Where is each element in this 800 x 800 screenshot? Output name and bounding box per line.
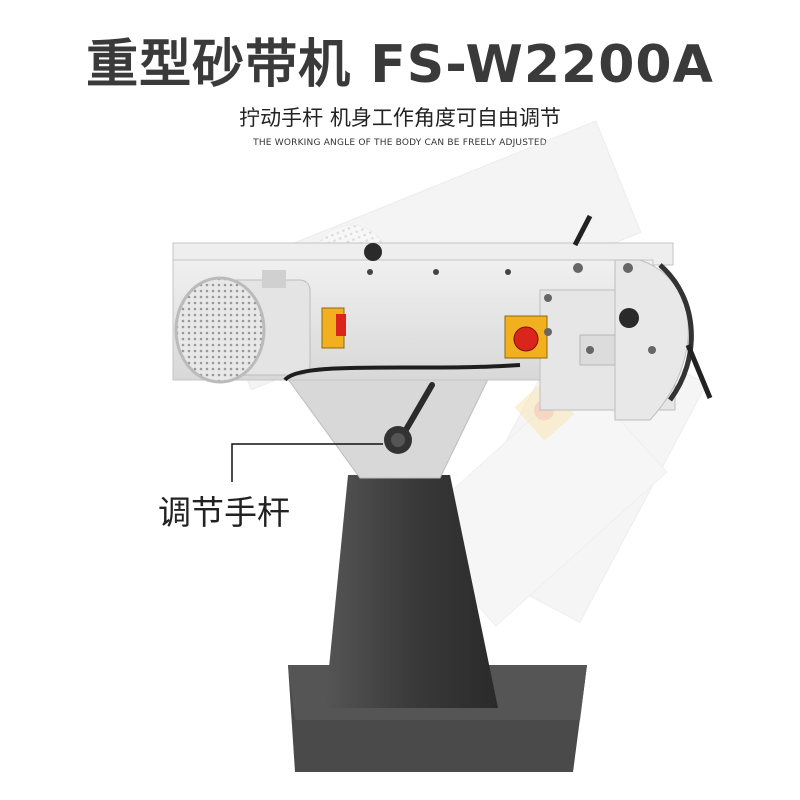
emergency-stop-icon [504,315,548,359]
power-switch-icon [321,307,346,349]
feature-subtitle: 拧动手杆 机身工作角度可自由调节 [239,106,561,130]
motor [174,270,311,384]
callout-line [231,443,383,482]
pedestal [288,475,587,772]
adjusting-lever-icon [384,382,435,454]
lever-callout-label: 调节手杆 [158,493,290,532]
fasteners [364,214,713,399]
power-cable [283,363,521,382]
neck-housing [284,374,491,479]
product-title: 重型砂带机 FS-W2200A [86,35,714,95]
feature-subtitle-english: THE WORKING ANGLE OF THE BODY CAN BE FRE… [253,138,547,148]
